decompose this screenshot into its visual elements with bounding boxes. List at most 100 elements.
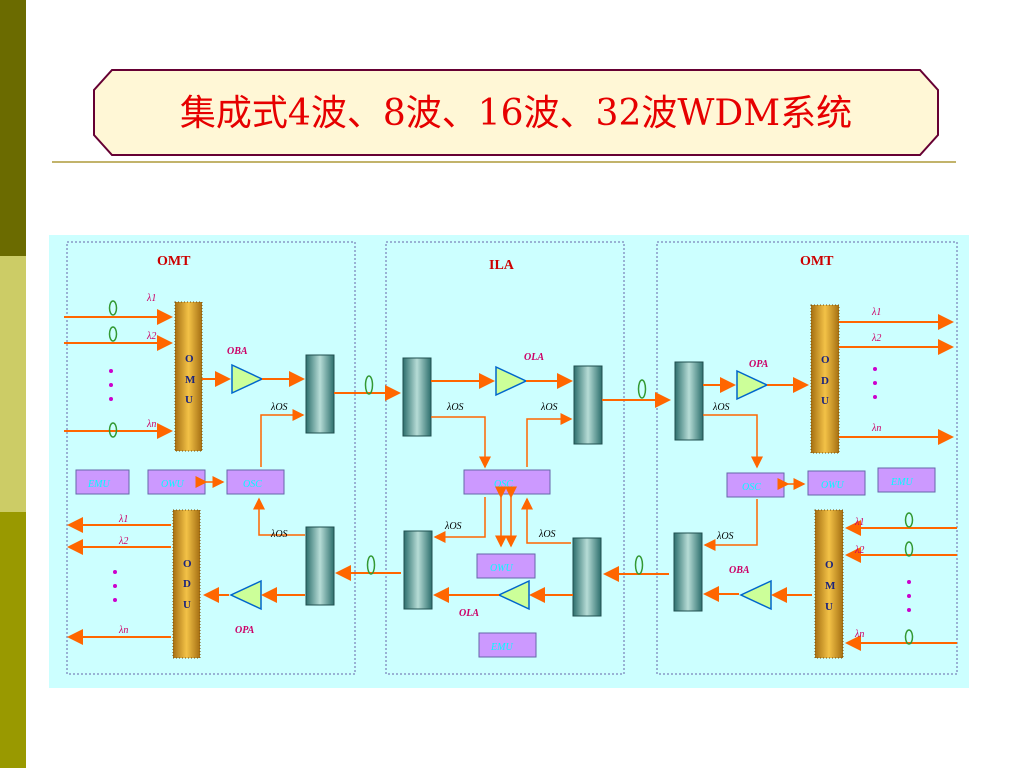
omu-letter: O <box>185 353 194 365</box>
osc-label: OSC <box>742 482 761 493</box>
odu-letter: D <box>821 375 829 387</box>
owu-label: OWU <box>161 479 185 490</box>
title-frame <box>93 69 939 156</box>
lambda-label: λn <box>118 625 128 636</box>
osc-label: OSC <box>243 479 262 490</box>
ellipsis-dots <box>109 369 113 401</box>
fiber-icon <box>637 379 647 399</box>
wdm-system-diagram: OMT ILA OMT λ1 λ2 λn O M U OBA λOS EMU O… <box>49 235 969 688</box>
lambda-label: λn <box>854 629 864 640</box>
right-emu <box>877 467 936 493</box>
fiber-icon <box>634 555 644 575</box>
omu-letter: M <box>185 374 196 386</box>
owu-label: OWU <box>490 563 514 574</box>
right-owu <box>807 470 866 496</box>
lambda-os-label: λOS <box>538 529 556 540</box>
fiber-icon <box>904 512 914 528</box>
lambda-os-label: λOS <box>712 402 730 413</box>
lambda-os-label: λOS <box>716 531 734 542</box>
odu-letter: O <box>183 558 192 570</box>
ila-top-right-filter <box>573 365 603 445</box>
omu-letter: U <box>825 601 833 613</box>
ila-label: ILA <box>489 258 515 273</box>
ila-owu <box>476 553 536 579</box>
left-omt-label: OMT <box>157 254 191 269</box>
lambda-label: λ2 <box>871 333 881 344</box>
left-omt-frame <box>66 241 356 675</box>
lambda-label: λ2 <box>854 545 864 556</box>
osc-link <box>526 413 573 467</box>
ola-amplifier <box>497 579 530 611</box>
opa-label: OPA <box>235 625 255 636</box>
right-omt-label: OMT <box>800 254 834 269</box>
osc-link <box>260 409 305 467</box>
osc-link <box>703 414 763 469</box>
odu-letter: O <box>821 354 830 366</box>
lambda-label: λn <box>146 419 156 430</box>
emu-label: EMU <box>890 477 913 488</box>
opa-amplifier <box>736 369 769 401</box>
odu-letter: D <box>183 578 191 590</box>
osc-label: OSC <box>494 479 513 490</box>
osc-link <box>521 497 571 544</box>
lambda-os-label: λOS <box>270 402 288 413</box>
osc-link <box>703 499 758 551</box>
fiber-icon <box>108 422 118 438</box>
fiber-icon <box>108 326 118 342</box>
owu-label: OWU <box>821 480 845 491</box>
right-top-filter <box>674 361 704 441</box>
lambda-os-label: λOS <box>270 529 288 540</box>
right-omu <box>814 509 844 659</box>
lambda-os-label: λOS <box>446 402 464 413</box>
ellipsis-dots <box>907 580 911 612</box>
left-odu <box>172 509 201 659</box>
odu-letter: U <box>183 599 191 611</box>
ellipsis-dots <box>873 367 877 399</box>
lambda-label: λ1 <box>854 517 864 528</box>
ila-bottom-right-filter <box>572 537 602 617</box>
omu-letter: M <box>825 580 836 592</box>
ellipsis-dots <box>113 570 117 602</box>
ila-frame <box>385 241 625 675</box>
ola-amplifier <box>495 365 528 397</box>
stripe-middle <box>0 256 26 512</box>
lambda-os-label: λOS <box>540 402 558 413</box>
fiber-icon <box>904 541 914 557</box>
left-bottom-outputs <box>67 517 171 645</box>
oba-label: OBA <box>227 346 248 357</box>
osc-link <box>431 416 491 469</box>
left-osc-top <box>226 469 285 495</box>
lambda-os-label: λOS <box>444 521 462 532</box>
osc-link <box>253 497 305 536</box>
odu-letter: U <box>821 395 829 407</box>
lambda-label: λ1 <box>871 307 881 318</box>
stripe-top <box>0 0 26 256</box>
left-omu <box>174 301 203 452</box>
ola-label: OLA <box>459 608 479 619</box>
omu-letter: O <box>825 559 834 571</box>
page-title: 集成式4波、8波、16波、32波WDM系统 <box>179 93 853 134</box>
right-bottom-filter <box>673 532 703 612</box>
left-top-filter <box>305 354 335 434</box>
oba-label: OBA <box>729 565 750 576</box>
lambda-label: λn <box>871 423 881 434</box>
ila-bottom-left-filter <box>403 530 433 610</box>
ila-emu <box>478 632 537 658</box>
fiber-icon <box>108 300 118 316</box>
ola-label: OLA <box>524 352 544 363</box>
title-banner <box>52 69 956 163</box>
stripe-bottom <box>0 512 26 768</box>
emu-label: EMU <box>87 479 110 490</box>
right-top-outputs <box>839 314 954 445</box>
fiber-icon <box>364 375 374 395</box>
fiber-icon <box>904 629 914 645</box>
omu-letter: U <box>185 394 193 406</box>
emu-label: EMU <box>490 642 513 653</box>
left-emu-top <box>75 469 130 495</box>
right-odu <box>810 304 840 454</box>
ila-top-left-filter <box>402 357 432 437</box>
opa-label: OPA <box>749 359 769 370</box>
lambda-label: λ1 <box>146 293 156 304</box>
lambda-label: λ1 <box>118 514 128 525</box>
lambda-label: λ2 <box>118 536 128 547</box>
